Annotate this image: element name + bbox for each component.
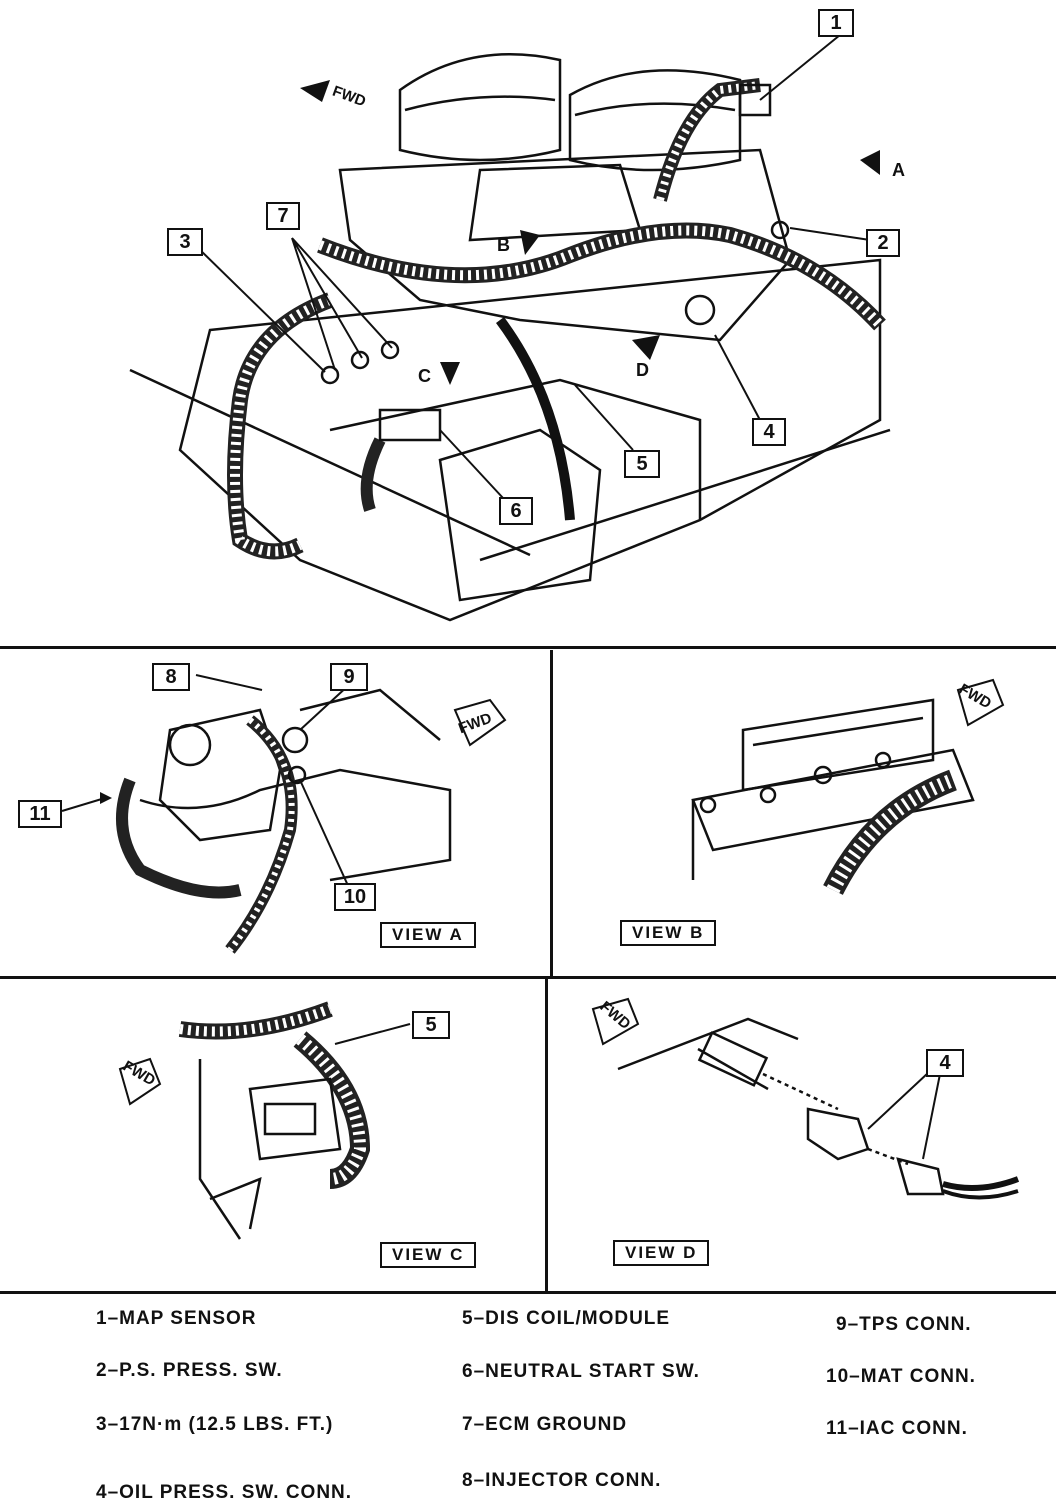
legend-item-6: 6–NEUTRAL START SW.	[462, 1361, 700, 1382]
legend-item-5: 5–DIS COIL/MODULE	[462, 1308, 671, 1329]
callout-10: 10	[334, 883, 376, 911]
callout-8: 8	[152, 663, 190, 691]
view-c-pointer: C	[418, 366, 431, 386]
legend-item-7: 7–ECM GROUND	[462, 1414, 628, 1435]
callout-5: 5	[624, 450, 660, 478]
callout-9: 9	[330, 663, 368, 691]
legend-item-3: 3–17N·m (12.5 LBS. FT.)	[96, 1414, 334, 1435]
legend-item-10: 10–MAT CONN.	[826, 1366, 976, 1387]
callout-6: 6	[499, 497, 533, 525]
divider-legend	[0, 1291, 1056, 1294]
legend-item-9: 9–TPS CONN.	[836, 1314, 972, 1335]
legend-item-1: 1–MAP SENSOR	[96, 1308, 257, 1329]
view-c-panel: FWD 5 VIEW C	[0, 979, 545, 1291]
view-d-panel: FWD 4 VIEW D	[548, 979, 1056, 1291]
view-c-illustration	[118, 1001, 411, 1240]
callout-4-view-d: 4	[926, 1049, 964, 1077]
legend-item-2: 2–P.S. PRESS. SW.	[96, 1360, 283, 1381]
view-c-label: VIEW C	[380, 1242, 477, 1268]
divider-main	[0, 646, 1056, 649]
callout-5-view-c: 5	[412, 1011, 450, 1039]
callout-1: 1	[818, 9, 854, 37]
divider-ab	[550, 650, 553, 976]
view-a-panel: FWD 8 9 10 11 VIEW A	[0, 650, 550, 976]
view-b-pointer: B	[497, 235, 510, 255]
view-d-pointer: D	[636, 360, 649, 380]
view-a-illustration	[61, 674, 507, 954]
legend-item-11: 11–IAC CONN.	[826, 1418, 968, 1439]
view-b-panel: FWD VIEW B	[553, 650, 1056, 976]
legend-item-8: 8–INJECTOR CONN.	[462, 1470, 662, 1491]
callout-7: 7	[266, 202, 300, 230]
callout-4: 4	[752, 418, 786, 446]
main-engine-view: FWD A B C D 1 2 3 4 5 6 7	[0, 0, 1056, 645]
callout-3: 3	[167, 228, 203, 256]
view-b-illustration	[691, 678, 1005, 895]
view-a-label: VIEW A	[380, 922, 476, 948]
callout-11: 11	[18, 800, 62, 828]
view-d-label: VIEW D	[613, 1240, 710, 1266]
divider-cd	[545, 979, 548, 1291]
view-a-pointer: A	[892, 160, 905, 180]
divider-middle	[0, 976, 1056, 979]
legend-item-4: 4–OIL PRESS. SW. CONN.	[96, 1482, 353, 1503]
view-b-label: VIEW B	[620, 920, 717, 946]
callout-2: 2	[866, 229, 900, 257]
engine-illustration	[129, 34, 891, 622]
